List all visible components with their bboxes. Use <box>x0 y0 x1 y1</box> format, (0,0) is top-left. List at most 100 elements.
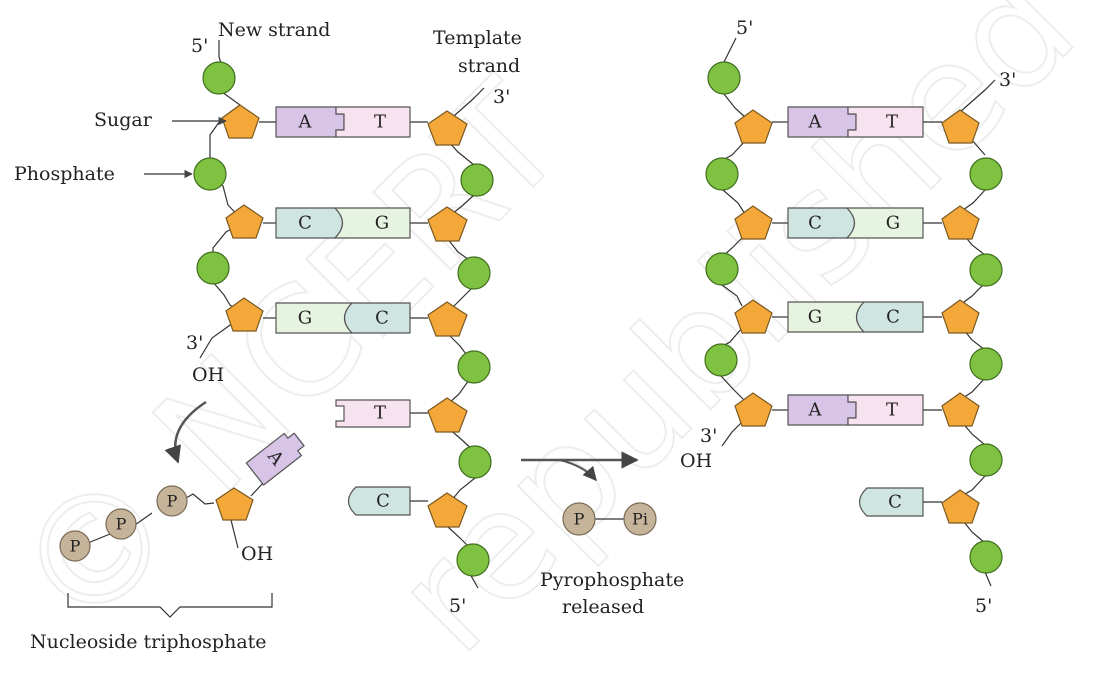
base-T <box>847 394 924 426</box>
base-T <box>335 106 411 138</box>
template-strand-label-line1: Template <box>433 27 522 49</box>
base-A <box>787 394 857 426</box>
nucleoside-triphosphate: P P P A OH Nucleoside triphosphate <box>30 432 305 653</box>
base-label-G: G <box>886 213 900 234</box>
base-C <box>855 301 924 333</box>
phosphate-P-label: P <box>116 515 127 534</box>
phosphate-circle <box>704 343 738 377</box>
new-strand-label: New strand <box>218 19 330 41</box>
base-label-C: C <box>298 213 312 234</box>
phosphate-P <box>562 502 596 536</box>
base-label-G: G <box>375 213 389 234</box>
sugar-pentagon <box>941 109 980 144</box>
phosphate-label: Phosphate <box>14 163 115 185</box>
sugar-pentagon <box>427 206 468 242</box>
phosphate-circle <box>457 350 491 384</box>
phosphate-circle <box>193 157 227 191</box>
base-label-G: G <box>298 308 312 329</box>
sugar-pentagon <box>427 397 468 433</box>
phosphate-circle <box>196 251 230 285</box>
phosphate-P <box>156 485 188 517</box>
base-label-T: T <box>374 403 386 424</box>
left-new-strand <box>193 40 264 359</box>
base-label-A: A <box>808 400 823 421</box>
sugar-pentagon <box>941 299 980 334</box>
pyrophosphate-label-line1: Pyrophosphate <box>540 569 684 591</box>
base-label-T: T <box>886 400 898 421</box>
pyrophosphate: P Pi <box>562 502 657 536</box>
sugar-pentagon <box>734 205 773 240</box>
left-base-pair-G-C: G C <box>263 302 428 334</box>
phosphate-circle <box>969 540 1003 574</box>
phosphate-circle <box>202 61 236 95</box>
right-base-pair-A-T: A T <box>772 106 942 138</box>
oh-label: OH <box>680 450 712 472</box>
phosphate-circle <box>969 157 1003 191</box>
base-label-C: C <box>888 492 902 513</box>
left-base-pair-C-G: C G <box>263 207 428 239</box>
phosphate-circle <box>969 443 1003 477</box>
base-T <box>335 399 411 428</box>
base-label-A: A <box>808 112 823 133</box>
nucleoside-triphosphate-label: Nucleoside triphosphate <box>30 631 267 653</box>
sugar-pentagon <box>941 489 980 524</box>
phosphate-circle <box>705 252 739 286</box>
sugar-pentagon <box>427 110 468 146</box>
three-prime-label: 3' <box>493 86 510 108</box>
sugar-pentagon <box>734 299 773 334</box>
sugar-pentagon <box>734 109 773 144</box>
phosphate-P <box>59 530 91 562</box>
five-prime-label: 5' <box>191 35 208 57</box>
phosphate-P <box>105 508 137 540</box>
sugar-label: Sugar <box>94 109 153 131</box>
phosphate-P-label: P <box>574 510 585 529</box>
right-unpaired-C: C <box>858 487 942 517</box>
sugar-pentagon <box>734 392 773 427</box>
left-unpaired-C: C <box>347 486 428 516</box>
right-new-strand <box>704 37 773 447</box>
three-prime-label: 3' <box>999 69 1016 91</box>
base-C <box>343 302 411 334</box>
phosphate-circle <box>456 543 490 577</box>
base-label-T: T <box>886 112 898 133</box>
three-prime-label: 3' <box>700 425 717 447</box>
sugar-pentagon <box>941 205 980 240</box>
base-A <box>245 432 305 486</box>
three-prime-label: 3' <box>186 332 203 354</box>
phosphate-Pi-label: Pi <box>632 510 648 529</box>
left-template-strand <box>427 87 494 589</box>
phosphate-circle <box>705 157 739 191</box>
five-prime-label: 5' <box>736 17 753 39</box>
pyrophosphate-label-line2: released <box>562 596 644 618</box>
base-label-G: G <box>808 307 822 328</box>
phosphate-P-label: P <box>70 537 81 556</box>
base-G <box>333 207 411 239</box>
left-unpaired-T: T <box>335 399 428 428</box>
base-label-C: C <box>886 307 900 328</box>
phosphate-circle <box>969 347 1003 381</box>
phosphate-circle <box>707 61 741 95</box>
base-label-C: C <box>808 213 822 234</box>
sugar-pentagon <box>427 492 468 528</box>
phosphate-circle <box>457 256 491 290</box>
base-G <box>275 302 354 334</box>
sugar-pentagon <box>225 297 264 332</box>
sugar-pentagon <box>427 301 468 337</box>
oh-label: OH <box>192 364 224 386</box>
base-C <box>347 486 411 516</box>
left-base-pair-A-T: A T <box>259 106 428 138</box>
sugar-pentagon <box>215 487 254 521</box>
phosphate-P-label: P <box>167 492 178 511</box>
base-label-A: A <box>298 112 313 133</box>
base-label-T: T <box>374 112 386 133</box>
oh-label: OH <box>241 543 273 565</box>
right-template-strand <box>941 79 1003 587</box>
right-base-pair-G-C: G C <box>772 301 942 333</box>
five-prime-label: 5' <box>975 595 992 617</box>
five-prime-label: 5' <box>449 595 466 617</box>
release-curved-arrow-icon <box>559 459 597 482</box>
sugar-pentagon <box>941 392 980 427</box>
curved-arrow-icon <box>164 400 207 464</box>
phosphate-Pi <box>623 502 657 536</box>
